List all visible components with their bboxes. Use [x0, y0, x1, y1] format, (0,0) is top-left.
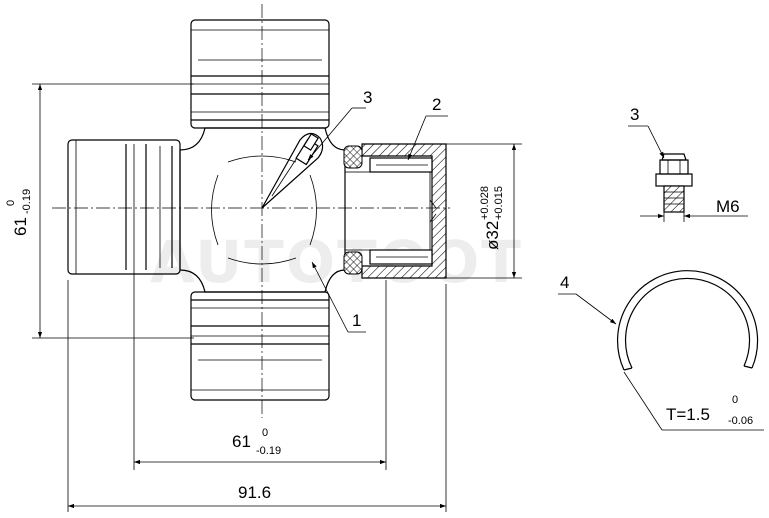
dimension-height-61: 61 0 -0.19 [5, 83, 194, 339]
dim-bore-diameter-upper-tol: +0.028 [479, 186, 491, 220]
dim-width-61-value: 61 [232, 432, 251, 451]
dim-circlip-thickness-upper-tol: 0 [732, 394, 738, 406]
dim-circlip-thickness-lower-tol: -0.06 [728, 415, 753, 427]
callout-part-3: 3 [307, 88, 372, 161]
dim-height-61-value: 61 [11, 217, 30, 236]
dim-circlip-thickness-value: T=1.5 [666, 405, 710, 424]
dimension-bore-diameter: ø32 +0.028 +0.015 [446, 143, 522, 279]
callout-part-2-number: 2 [432, 95, 441, 114]
callout-part-3-detail-number: 3 [630, 105, 639, 124]
dim-bore-diameter-lower-tol: +0.015 [493, 186, 505, 220]
bottom-bearing-cup [190, 291, 330, 401]
callout-part-3-number: 3 [363, 88, 372, 107]
dim-width-61-lower-tol: -0.19 [256, 445, 281, 457]
dim-width-61-upper-tol: 0 [262, 427, 268, 439]
callout-part-1-number: 1 [352, 311, 361, 330]
dim-thread-m6: M6 [716, 197, 740, 216]
left-bearing-cup [67, 139, 181, 275]
dim-overall-length-value: 91.6 [238, 483, 271, 502]
callout-part-4-number: 4 [560, 273, 569, 292]
dimension-width-61: 61 0 -0.19 [133, 270, 387, 470]
callout-part-1: 1 [311, 261, 366, 333]
dim-height-61-lower-tol: -0.19 [21, 189, 33, 214]
top-bearing-cup [190, 19, 330, 129]
grease-nipple-detail: 3 M6 [628, 105, 748, 222]
right-bearing-cup-section [343, 143, 447, 279]
callout-part-2: 2 [407, 95, 448, 161]
grease-nipple [261, 132, 324, 209]
dimension-overall-length: 91.6 [67, 280, 447, 512]
dim-bore-diameter-value: ø32 [483, 221, 502, 250]
dim-height-61-upper-tol: 0 [5, 200, 17, 206]
circlip-detail: 4 T=1.5 0 -0.06 [558, 270, 764, 431]
watermark-text: AUTOTOOT [150, 228, 523, 296]
center-lines [52, 4, 450, 418]
